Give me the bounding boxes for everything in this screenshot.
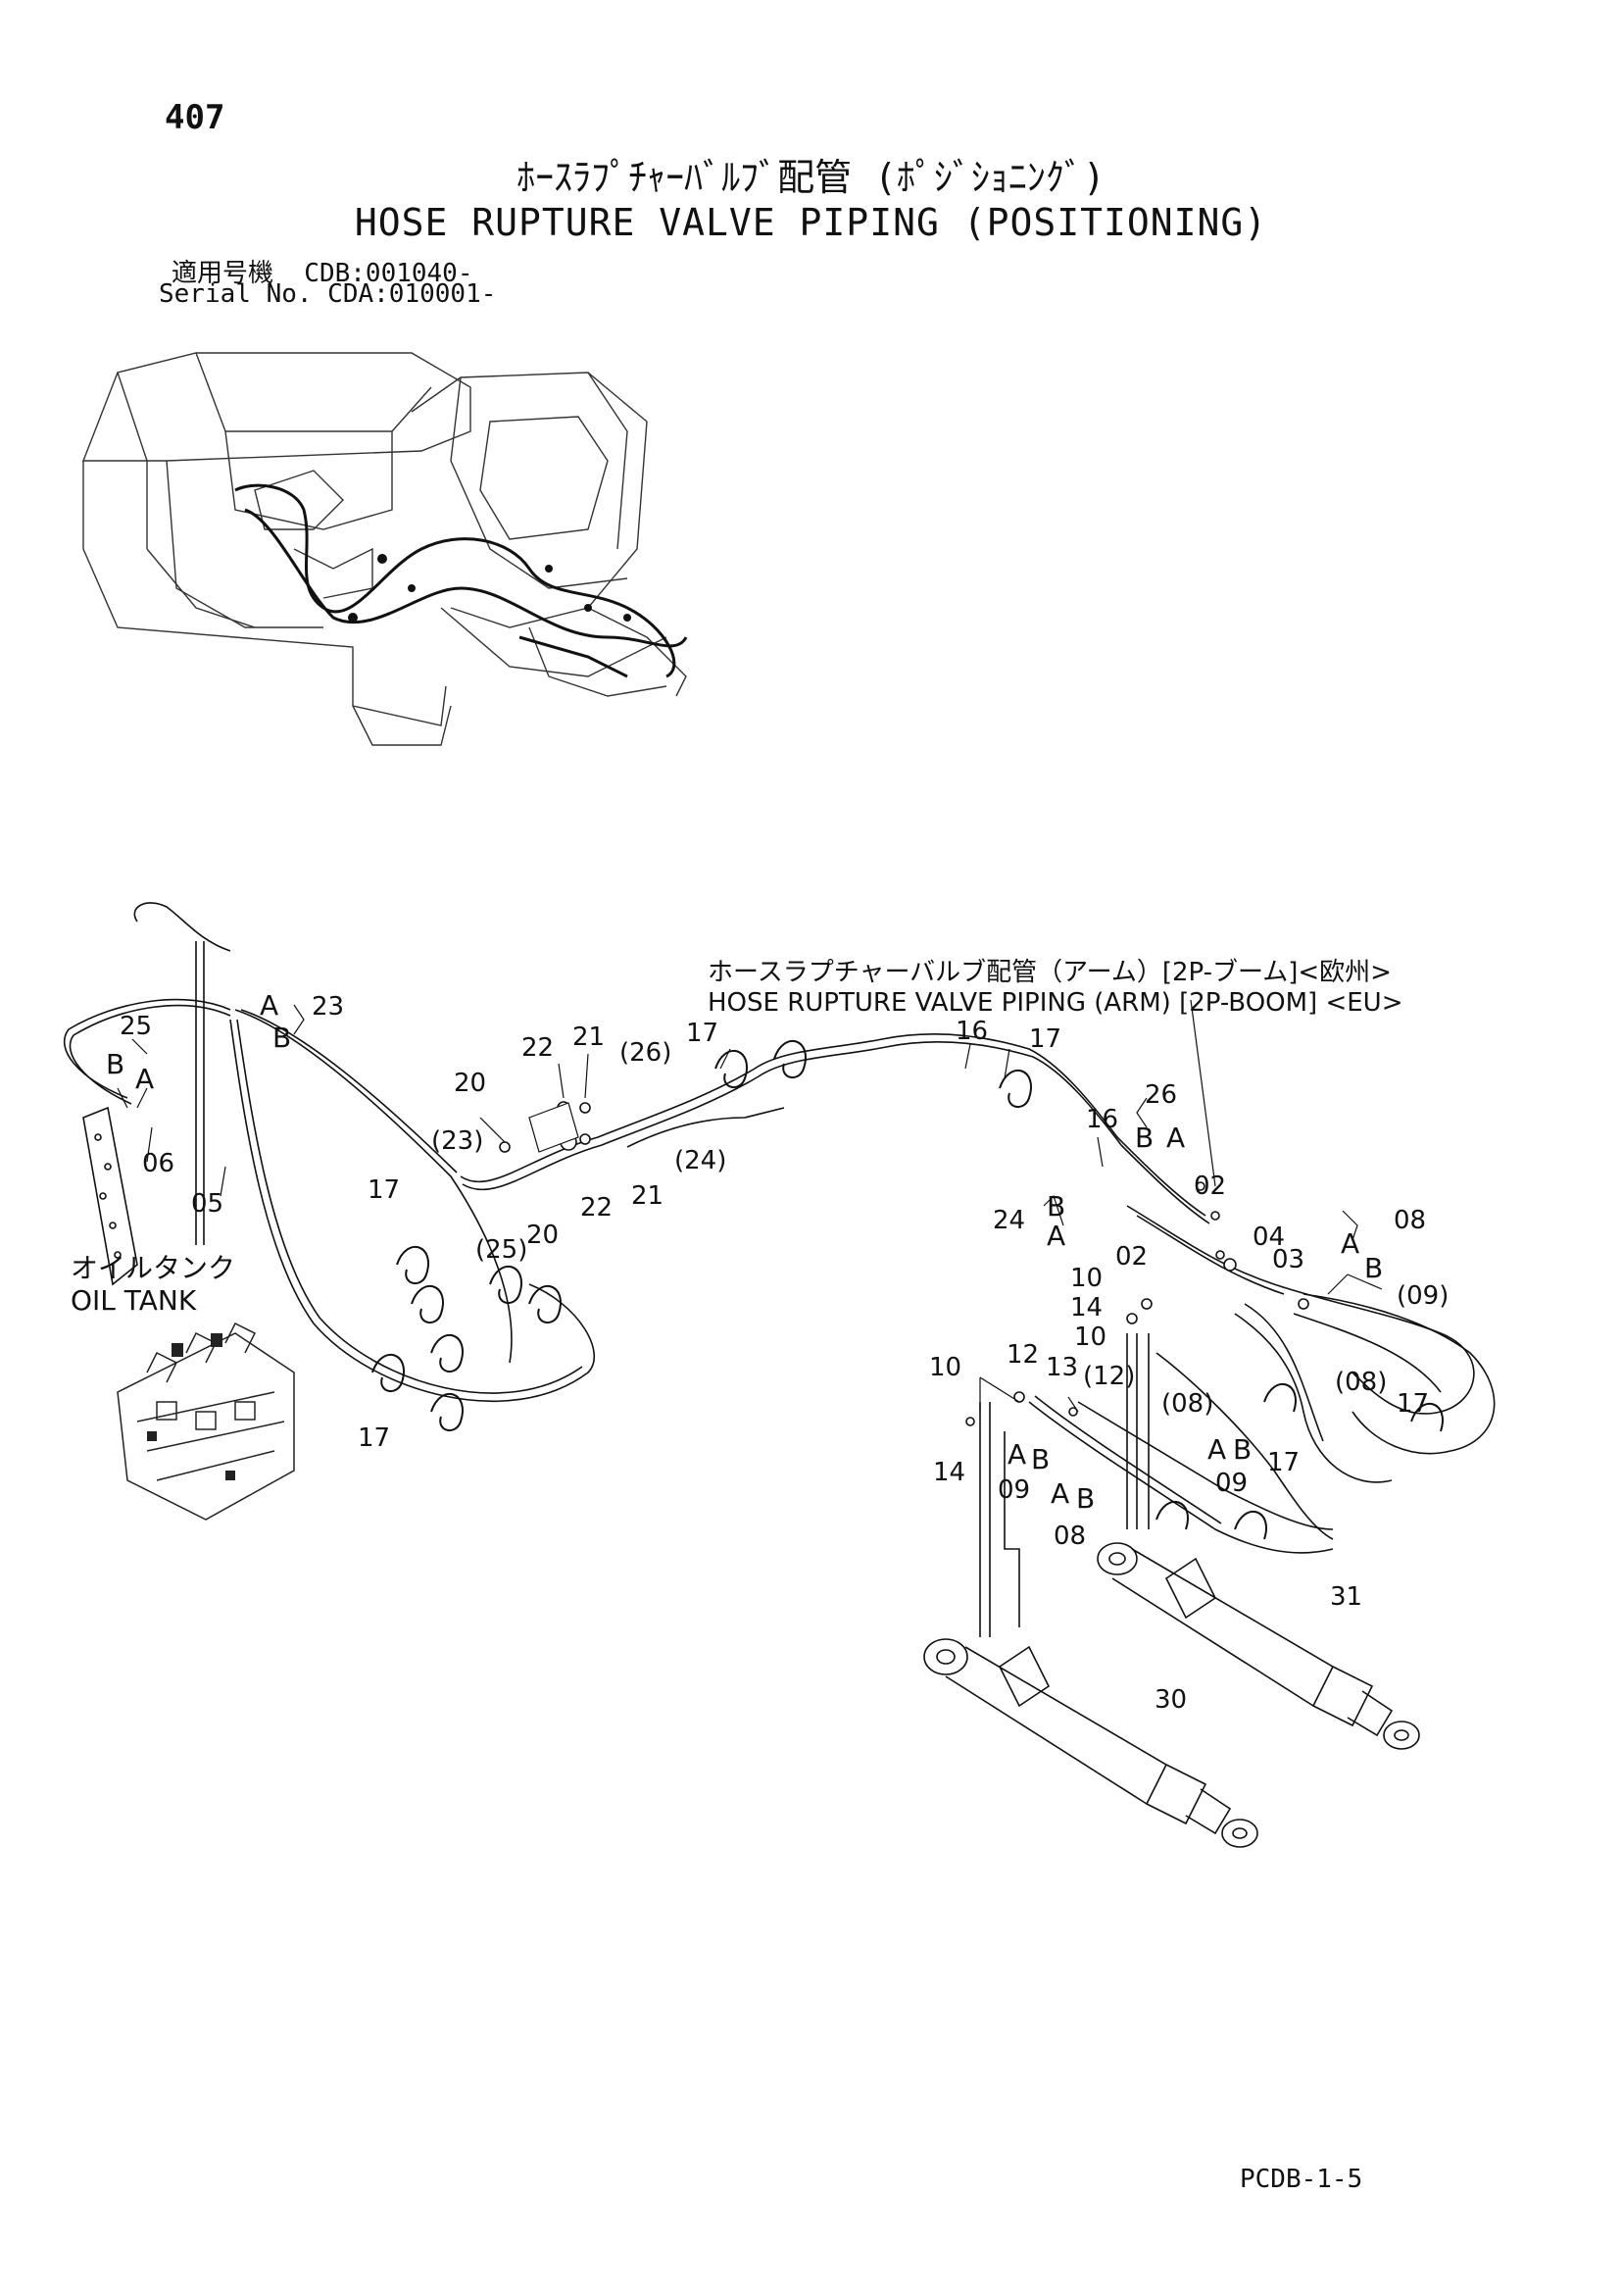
callout-25-paren: (25) [475, 1235, 527, 1265]
callout-16-top: 16 [956, 1017, 988, 1046]
leader-lines [117, 999, 1383, 1413]
port-a: A [135, 1063, 154, 1095]
callout-02-lower: 02 [1115, 1242, 1148, 1272]
callout-17-left: 17 [368, 1175, 400, 1205]
callout-24-paren: (24) [674, 1146, 726, 1175]
oil-tank-en: OIL TANK [71, 1284, 197, 1317]
oil-tank-jp: オイルタンク [71, 1252, 235, 1284]
callout-17-top: 17 [686, 1019, 718, 1048]
callout-30: 30 [1155, 1685, 1187, 1715]
callout-21-upper: 21 [572, 1023, 605, 1052]
callout-25: 25 [120, 1012, 152, 1041]
control-valve-block [117, 1322, 295, 1521]
serial-number-en: Serial No. CDA:010001- [159, 279, 497, 309]
callout-09-lower: 09 [998, 1475, 1030, 1505]
reference-note-en: HOSE RUPTURE VALVE PIPING (ARM) [2P-BOOM… [708, 988, 1403, 1018]
bracket-plate [528, 1102, 579, 1153]
fittings [499, 1101, 1309, 1426]
reference-note: ホースラプチャーバルブ配管（アーム）[2P-ブーム]<欧州> HOSE RUPT… [708, 958, 1403, 1018]
port-b: B [106, 1048, 124, 1080]
callout-17-right-lower: 17 [1267, 1448, 1300, 1477]
port-b: B [1031, 1443, 1050, 1475]
footer-code: PCDB-1-5 [1240, 2165, 1363, 2194]
hose-lines [63, 902, 1496, 1637]
port-a: A [1051, 1477, 1069, 1510]
cylinder-31 [1097, 1542, 1420, 1750]
callout-09-paren: (09) [1397, 1281, 1449, 1311]
callout-24: 24 [993, 1206, 1025, 1235]
callout-labels: 23 25 06 05 20 22 21 (26) 17 16 17 (23) … [120, 992, 1449, 1715]
callout-21-lower: 21 [631, 1181, 664, 1211]
callout-08-paren-mid: (08) [1161, 1389, 1213, 1419]
callout-02-upper: 02 [1194, 1172, 1226, 1201]
callout-14-lower: 14 [933, 1458, 965, 1487]
callout-22-upper: 22 [521, 1033, 554, 1063]
page-number: 407 [165, 98, 225, 137]
title-japanese: ﾎｰｽﾗﾌﾟﾁｬｰﾊﾞﾙﾌﾞ配管 (ﾎﾟｼﾞｼｮﾆﾝｸﾞ) [516, 156, 1106, 199]
port-a: A [1047, 1220, 1065, 1252]
callout-12-paren: (12) [1083, 1362, 1135, 1391]
port-b: B [1233, 1433, 1252, 1466]
callout-06: 06 [142, 1149, 174, 1178]
callout-14-upper: 14 [1070, 1293, 1103, 1323]
callout-08-paren-right: (08) [1335, 1368, 1387, 1397]
cylinder-30 [923, 1638, 1258, 1848]
clamps [371, 1039, 1444, 1540]
callout-22-lower: 22 [580, 1193, 613, 1223]
port-a: A [1207, 1433, 1226, 1466]
port-a: A [260, 989, 278, 1022]
callout-08-lower: 08 [1054, 1522, 1086, 1551]
port-a: A [1008, 1438, 1026, 1471]
machine-overview-illustration [81, 352, 687, 746]
port-a: A [1166, 1122, 1185, 1154]
port-b: B [1076, 1482, 1095, 1515]
callout-12: 12 [1007, 1340, 1039, 1370]
reference-note-jp: ホースラプチャーバルブ配管（アーム）[2P-ブーム]<欧州> [708, 958, 1392, 987]
callout-20-lower: 20 [526, 1221, 559, 1250]
port-a: A [1341, 1227, 1359, 1260]
callout-08-right: 08 [1394, 1206, 1426, 1235]
callout-20-upper: 20 [454, 1069, 486, 1098]
port-b: B [1135, 1122, 1154, 1154]
port-letter-labels: A B B A B A B A A B A B A B A B [106, 989, 1383, 1515]
callout-04: 04 [1253, 1223, 1285, 1252]
callout-26: 26 [1145, 1080, 1177, 1110]
callout-31: 31 [1330, 1582, 1362, 1612]
callout-13: 13 [1046, 1353, 1078, 1382]
callout-09-mid: 09 [1215, 1469, 1248, 1498]
port-b: B [1364, 1252, 1383, 1284]
oil-tank-bracket [82, 1106, 138, 1286]
title-english: HOSE RUPTURE VALVE PIPING (POSITIONING) [354, 201, 1268, 244]
oil-tank-label: オイルタンク OIL TANK [71, 1252, 235, 1317]
port-b: B [272, 1022, 291, 1054]
port-b: B [1047, 1190, 1065, 1223]
callout-17-top-right: 17 [1029, 1024, 1061, 1054]
callout-05: 05 [191, 1189, 223, 1219]
callout-10-lower: 10 [929, 1353, 961, 1382]
callout-10-upper: 10 [1070, 1264, 1103, 1293]
callout-16-right: 16 [1086, 1105, 1118, 1134]
callout-17-bottom-left: 17 [358, 1423, 390, 1453]
callout-03: 03 [1272, 1245, 1304, 1274]
callout-23-paren: (23) [431, 1126, 483, 1156]
machine-hose-routing [234, 483, 688, 678]
serial-applicability-jp: 適用号機 CDB:001040- [172, 259, 473, 288]
callout-26-paren: (26) [619, 1038, 671, 1068]
callout-17-far-right: 17 [1397, 1389, 1429, 1419]
callout-10-mid: 10 [1074, 1323, 1106, 1352]
callout-23: 23 [312, 992, 344, 1022]
